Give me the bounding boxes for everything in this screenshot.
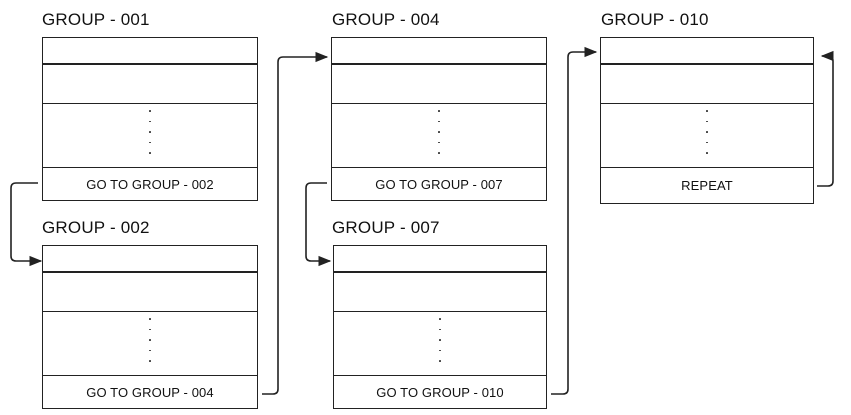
group-002-title: GROUP - 002 — [42, 218, 150, 237]
group-010-row-1 — [601, 38, 813, 65]
group-004-row-1 — [332, 38, 546, 65]
group-002-row-ellipsis — [43, 312, 257, 376]
group-004-goto-label: GO TO GROUP - 007 — [375, 176, 503, 192]
group-001-goto-label: GO TO GROUP - 002 — [86, 176, 214, 192]
arrow-group-010-repeat — [817, 50, 834, 187]
vertical-ellipsis-icon — [438, 318, 442, 371]
group-007-box: GO TO GROUP - 010 — [333, 245, 547, 409]
group-002-row-2 — [43, 273, 257, 312]
group-010-repeat-label: REPEAT — [681, 178, 733, 193]
group-010-row-ellipsis — [601, 104, 813, 168]
vertical-ellipsis-icon — [437, 110, 441, 163]
group-007-row-2 — [334, 273, 546, 312]
group-001-box: GO TO GROUP - 002 — [42, 37, 258, 201]
group-007-goto-label: GO TO GROUP - 010 — [376, 384, 504, 400]
group-007-title: GROUP - 007 — [332, 218, 440, 237]
arrow-group-002-to-004 — [262, 51, 329, 395]
arrow-group-004-to-007 — [305, 182, 332, 267]
group-001-row-ellipsis — [43, 104, 257, 168]
group-002-row-1 — [43, 246, 257, 273]
vertical-ellipsis-icon — [148, 110, 152, 163]
group-004-title: GROUP - 004 — [332, 10, 440, 29]
arrow-group-001-to-002 — [10, 182, 43, 267]
group-007-row-ellipsis — [334, 312, 546, 376]
group-007-row-1 — [334, 246, 546, 273]
group-010-row-2 — [601, 65, 813, 104]
group-002-goto-label: GO TO GROUP - 004 — [86, 384, 214, 400]
group-001-row-2 — [43, 65, 257, 104]
group-004-row-ellipsis — [332, 104, 546, 168]
group-001-row-1 — [43, 38, 257, 65]
group-010-title: GROUP - 010 — [601, 10, 709, 29]
arrow-group-007-to-010 — [551, 46, 598, 395]
group-002-box: GO TO GROUP - 004 — [42, 245, 258, 409]
group-001-title: GROUP - 001 — [42, 10, 150, 29]
group-004-box: GO TO GROUP - 007 — [331, 37, 547, 201]
group-010-box: REPEAT — [600, 37, 814, 204]
vertical-ellipsis-icon — [705, 110, 709, 163]
vertical-ellipsis-icon — [148, 318, 152, 371]
group-004-row-2 — [332, 65, 546, 104]
